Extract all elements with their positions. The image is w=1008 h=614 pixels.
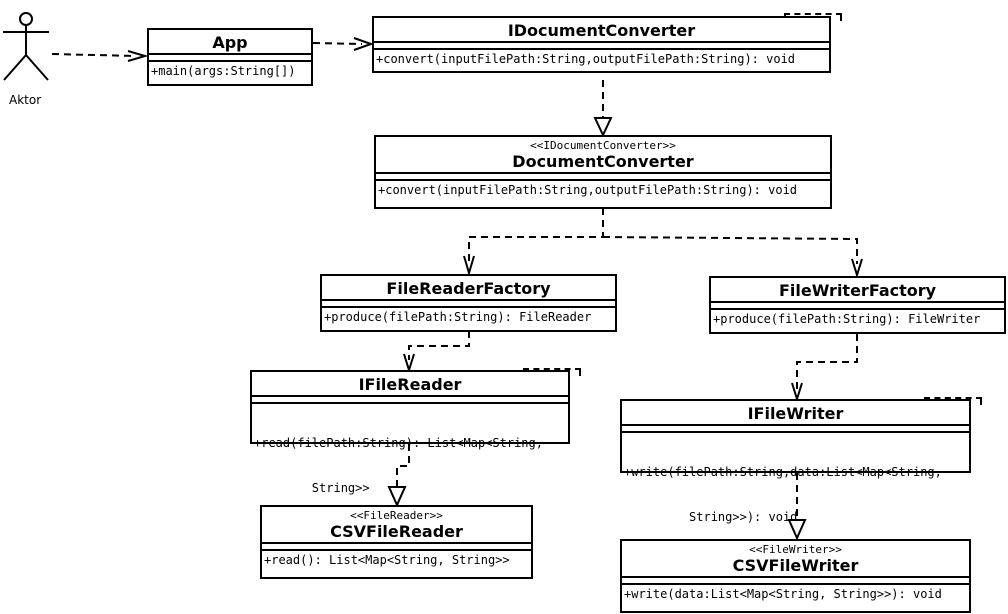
dependency-filereaderfactory-ifilereader — [408, 331, 470, 360]
class-name: FileReaderFactory — [386, 279, 551, 298]
class-documentconverter[interactable]: <<IDocumentConverter>> DocumentConverter… — [374, 135, 832, 209]
hollow-triangle-arrowhead — [787, 519, 807, 541]
operation: +produce(filePath:String): FileReader — [324, 310, 592, 324]
stereotype: <<FileReader>> — [350, 509, 443, 522]
realization-csvfilereader-ifilereader — [396, 444, 410, 486]
operations-compartment: +read(filePath:String): List<Map<String,… — [252, 402, 568, 527]
class-name: IFileReader — [358, 375, 462, 394]
operations-compartment: +produce(filePath:String): FileWriter — [711, 308, 1004, 328]
operations-compartment: +main(args:String[]) — [149, 60, 311, 80]
class-name: FileWriterFactory — [778, 281, 937, 300]
class-name: IFileWriter — [747, 404, 844, 423]
interface-ifilereader[interactable]: IFileReader +read(filePath:String): List… — [250, 370, 570, 495]
actor-label: Aktor — [9, 93, 42, 107]
hollow-triangle-arrowhead — [387, 486, 407, 508]
open-arrowhead — [851, 258, 863, 279]
dependency-documentconverter-filereaderfactory — [468, 208, 604, 262]
attributes-compartment — [376, 172, 830, 179]
class-filewriterfactory[interactable]: FileWriterFactory +produce(filePath:Stri… — [709, 276, 1006, 334]
class-app[interactable]: App +main(args:String[]) — [147, 28, 313, 86]
class-csvfilereader[interactable]: <<FileReader>> CSVFileReader +read(): Li… — [260, 505, 533, 579]
operation: +convert(inputFilePath:String,outputFile… — [378, 183, 798, 197]
operations-compartment: +produce(filePath:String): FileReader — [322, 306, 615, 326]
class-name: CSVFileWriter — [732, 556, 859, 575]
operations-compartment: +write(data:List<Map<String, String>>): … — [622, 583, 969, 603]
dependency-actor-app — [51, 53, 137, 57]
attributes-compartment — [322, 299, 615, 306]
interface-idocumentconverter[interactable]: IDocumentConverter +convert(inputFilePat… — [372, 16, 831, 73]
interface-ifilewriter[interactable]: IFileWriter +write(filePath:String,data:… — [620, 399, 971, 524]
dependency-documentconverter-filewriterfactory — [602, 236, 858, 264]
class-name: CSVFileReader — [330, 522, 463, 541]
class-name: DocumentConverter — [512, 152, 694, 171]
operation: +produce(filePath:String): FileWriter — [713, 312, 981, 326]
operation: +write(filePath:String,data:List<Map<Str… — [624, 465, 942, 479]
operations-compartment: +convert(inputFilePath:String,outputFile… — [374, 48, 829, 68]
actor-figure — [3, 12, 49, 81]
operation: +read(): List<Map<String, String>> — [264, 553, 510, 567]
class-filereaderfactory[interactable]: FileReaderFactory +produce(filePath:Stri… — [320, 274, 617, 332]
class-name: IDocumentConverter — [507, 21, 696, 40]
operation: +main(args:String[]) — [151, 64, 296, 78]
dependency-filewriterfactory-ifilewriter — [796, 334, 858, 389]
open-arrowhead — [127, 50, 149, 62]
attributes-compartment — [622, 424, 969, 431]
operation-continuation: String>>): void — [624, 510, 798, 524]
actor-body — [3, 25, 49, 81]
hollow-triangle-arrowhead — [593, 117, 613, 138]
operation: +convert(inputFilePath:String,outputFile… — [376, 52, 796, 66]
attributes-compartment — [374, 41, 829, 48]
open-arrowhead — [463, 255, 475, 277]
operations-compartment: +write(filePath:String,data:List<Map<Str… — [622, 431, 969, 556]
open-arrowhead — [353, 37, 375, 51]
attributes-compartment — [622, 576, 969, 583]
attributes-compartment — [252, 395, 568, 402]
attributes-compartment — [262, 542, 531, 549]
operations-compartment: +read(): List<Map<String, String>> — [262, 549, 531, 569]
attributes-compartment — [711, 301, 1004, 308]
operation-continuation: String>> — [254, 481, 370, 495]
dependency-app-idocumentconverter — [312, 42, 363, 45]
stereotype: <<FileWriter>> — [749, 543, 842, 556]
operation: +write(data:List<Map<String, String>>): … — [624, 587, 942, 601]
operations-compartment: +convert(inputFilePath:String,outputFile… — [376, 179, 830, 199]
operation: +read(filePath:String): List<Map<String, — [254, 436, 543, 450]
actor-head — [19, 12, 33, 26]
class-name: App — [212, 33, 248, 52]
class-csvfilewriter[interactable]: <<FileWriter>> CSVFileWriter +write(data… — [620, 539, 971, 613]
stereotype: <<IDocumentConverter>> — [530, 139, 676, 152]
attributes-compartment — [149, 53, 311, 60]
